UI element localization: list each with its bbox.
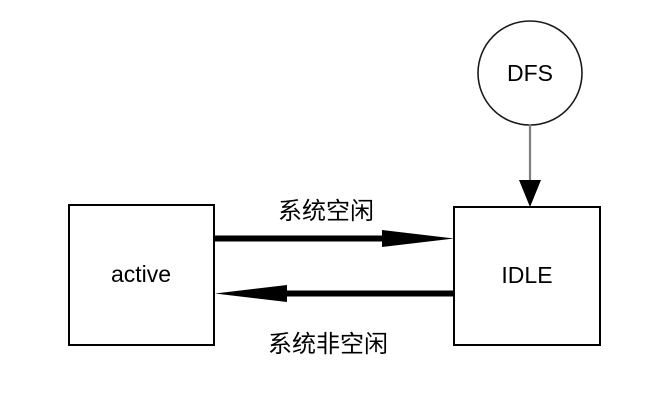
edge-dfs-to-idle[interactable] bbox=[519, 124, 541, 207]
edge-idle-to-active[interactable]: 系统非空闲 bbox=[215, 285, 454, 358]
edge-label-system-not-idle: 系统非空闲 bbox=[268, 330, 388, 358]
active-to-idle-arrow-shape bbox=[215, 230, 454, 247]
node-idle[interactable]: IDLE bbox=[453, 206, 601, 346]
active-label: active bbox=[111, 261, 171, 287]
dfs-label: DFS bbox=[507, 60, 553, 86]
active-box-shape bbox=[68, 204, 215, 346]
edge-active-to-idle[interactable]: 系统空闲 bbox=[215, 197, 454, 247]
node-active[interactable]: active bbox=[68, 204, 215, 346]
dfs-to-idle-arrowhead bbox=[519, 180, 541, 207]
idle-box-shape bbox=[453, 206, 601, 346]
idle-label: IDLE bbox=[501, 262, 552, 288]
edge-label-system-idle: 系统空闲 bbox=[278, 197, 374, 225]
idle-to-active-arrow-shape bbox=[215, 285, 454, 302]
node-dfs[interactable]: DFS bbox=[477, 20, 583, 126]
